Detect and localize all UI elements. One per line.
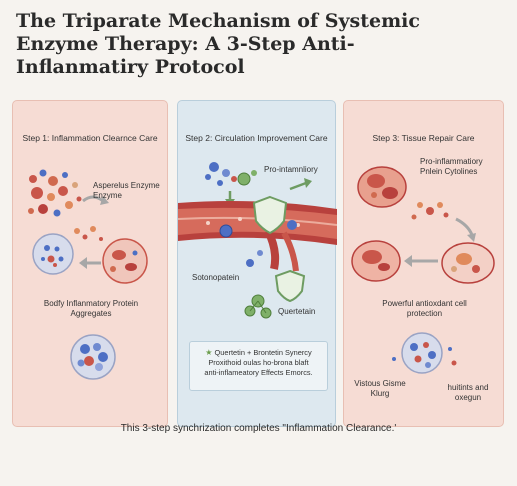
step-1-panel: Step 1: Inflammation Clearnce Care — [12, 100, 168, 427]
step-1-illustration — [28, 169, 148, 380]
shield-icon — [252, 195, 288, 235]
step-3-illustration — [351, 166, 495, 374]
shield-icon — [274, 269, 306, 303]
tissue-icon — [441, 242, 495, 284]
antioxidant-label: Powerful antioxdant cell protection — [382, 299, 467, 318]
synergy-line-3: anti-inflameatory Effects Emorcs. — [204, 368, 313, 377]
tissue-icon — [357, 166, 407, 208]
left-protein-label: Sotonopatein — [192, 273, 240, 282]
step-2-panel: Step 2: Circulation Improvement Care — [177, 100, 337, 427]
star-icon: ★ — [205, 348, 213, 357]
aggregate-label: Bodfy Inflanmatory Protein Aggregates — [43, 299, 139, 318]
step-2-title: Step 2: Circulation Improvement Care — [185, 133, 328, 143]
cytokine-label: Pro-inflammatiory Pnlein Cytolines — [420, 157, 483, 176]
step-2-illustration — [178, 162, 337, 319]
step-1-title: Step 1: Inflammation Clearnce Care — [22, 133, 158, 143]
synergy-line-1: Quertetin + Brontetin Synercy — [214, 348, 312, 357]
arrow-icon — [82, 195, 104, 203]
cell-icon — [32, 233, 74, 275]
protein-aggregate-icon — [70, 334, 116, 380]
arrow-icon — [289, 181, 307, 191]
protein-cluster-icon — [28, 169, 82, 217]
inflamed-cell-icon — [102, 238, 148, 284]
step-3-panel: Step 3: Tissue Repair Care — [343, 100, 504, 427]
footer-caption: This 3-step synchrization completes "Inf… — [120, 423, 397, 434]
arrow-icon — [455, 217, 474, 236]
nutrient-cell-icon — [401, 332, 443, 374]
viscous-label: Vistous Gisme Klurg — [354, 379, 406, 398]
quercetin-label: Quertetain — [278, 307, 316, 316]
enzyme-label: Asperelus Enzyme Enzyme — [93, 181, 160, 200]
page-title: The Triparate Mechanism of Systemic Enzy… — [16, 10, 420, 78]
synergy-line-2: Proxithoid oulas ho-brona blaft — [208, 358, 309, 367]
nutrients-label: huitints and oxegun — [447, 383, 489, 402]
tissue-icon — [351, 240, 401, 282]
synergy-box: ★ Quertetin + Brontetin Synercy Proxitho… — [189, 341, 328, 391]
pro-inflammatory-label: Pro-intamnliory — [264, 165, 318, 174]
step-3-title: Step 3: Tissue Repair Care — [372, 133, 475, 143]
